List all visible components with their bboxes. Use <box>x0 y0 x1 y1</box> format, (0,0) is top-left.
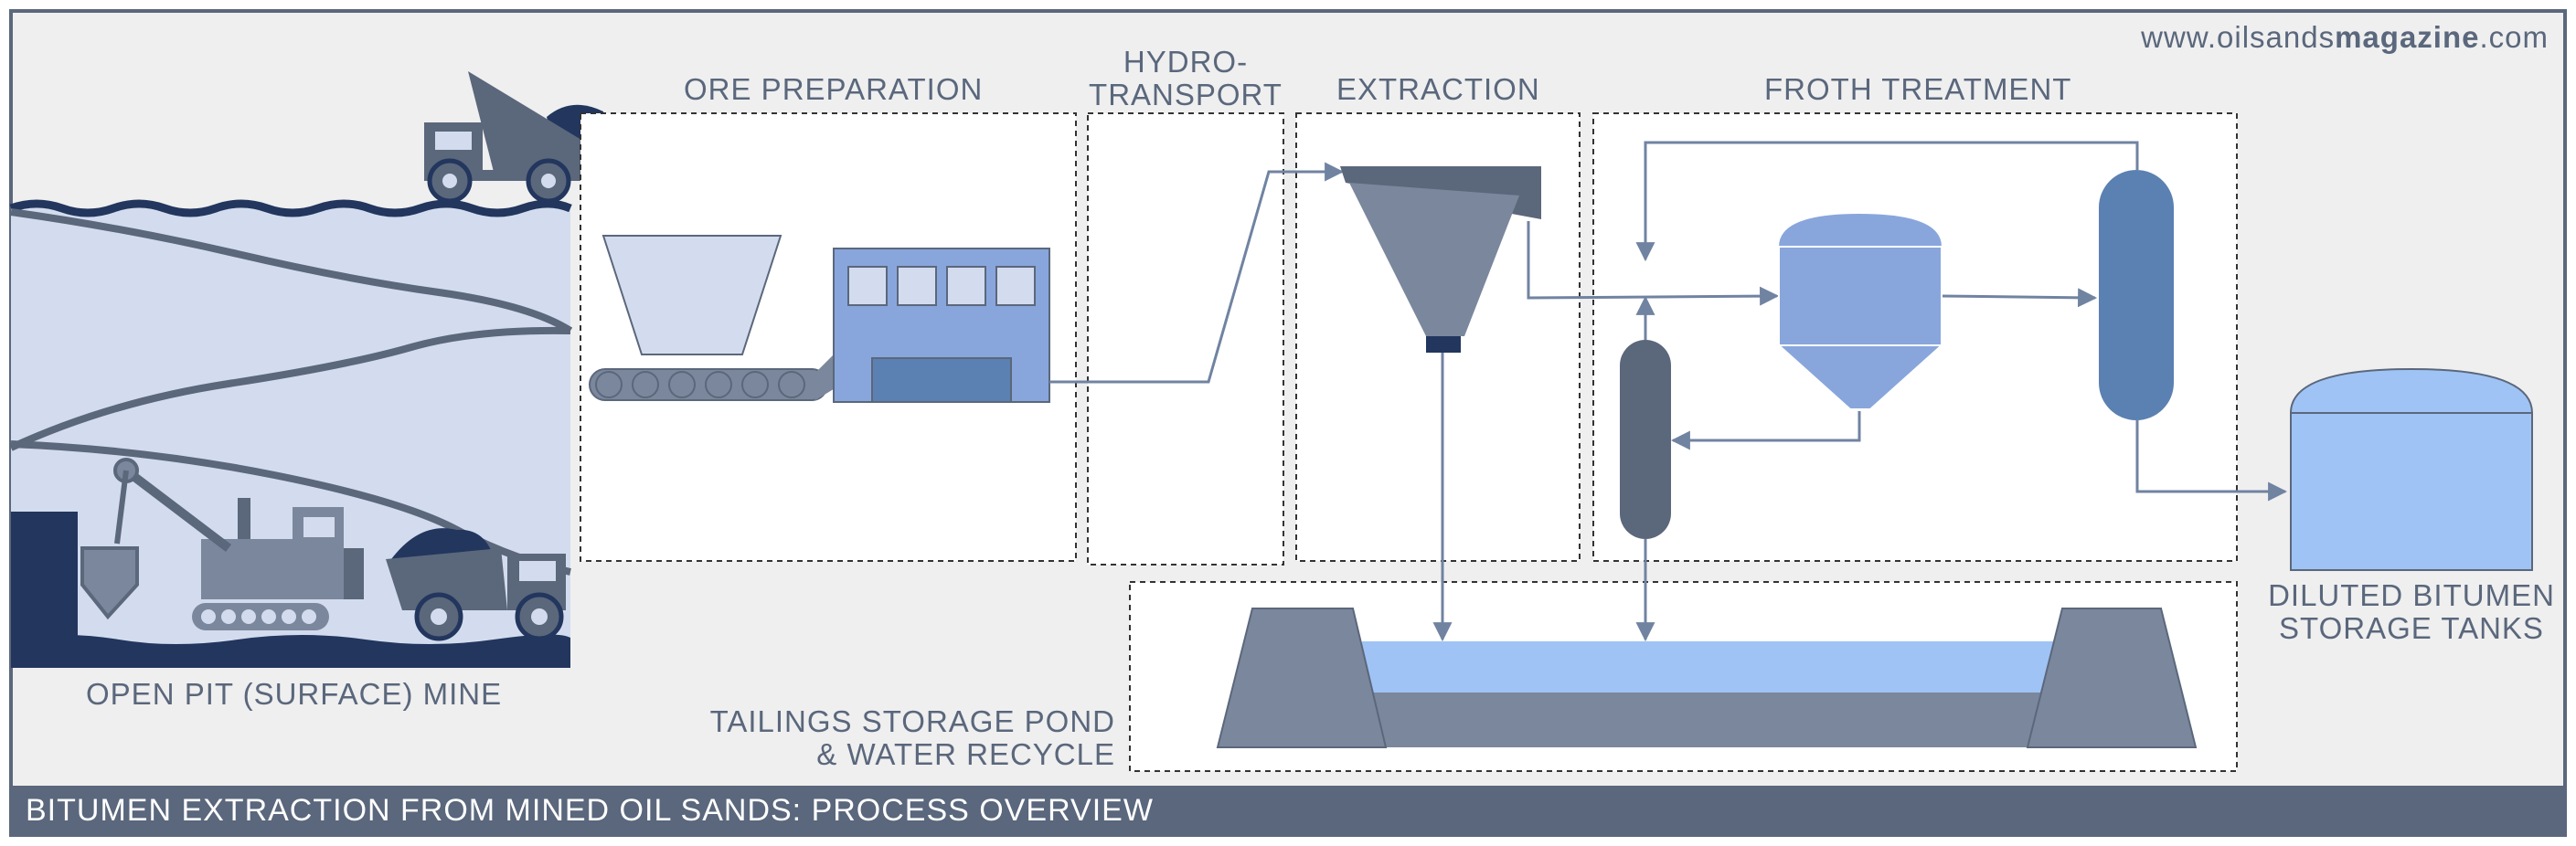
hydrotransport-box <box>1087 112 1284 566</box>
tank-body <box>2290 412 2533 571</box>
label-hydro-line2: TRANSPORT <box>1089 78 1283 112</box>
website-prefix: www.oilsands <box>2141 20 2336 54</box>
pit-wall <box>11 512 78 668</box>
hydrotransport-pipeline <box>1049 162 1345 384</box>
open-pit-mine <box>9 199 573 668</box>
label-extraction: EXTRACTION <box>1336 72 1540 106</box>
settler-vessel-top <box>1779 214 1942 247</box>
settler-underflow-line <box>1670 411 1861 450</box>
label-froth-treatment: FROTH TREATMENT <box>1764 72 2072 106</box>
tailings-pond <box>1216 608 2198 748</box>
column-vessel-dark <box>1620 340 1671 539</box>
mine-surface-wave <box>9 199 572 217</box>
ore-preparation-equipment <box>589 235 1050 403</box>
label-tailings-line2: & WATER RECYCLE <box>816 737 1115 772</box>
pond-sediment <box>1368 693 2051 747</box>
label-ore-preparation: ORE PREPARATION <box>684 72 984 106</box>
diluted-bitumen-tank <box>2289 367 2534 571</box>
crusher-door <box>871 357 1012 403</box>
bitumen-froth-line <box>1527 221 1780 306</box>
separation-vessel-outlet <box>1426 336 1461 353</box>
mining-shovel <box>80 458 364 630</box>
shovel-boom <box>122 467 232 552</box>
haul-truck-pit <box>386 528 566 641</box>
ore-seam-1 <box>10 208 573 334</box>
separation-vessel-cone <box>1349 183 1519 336</box>
pit-floor <box>11 634 570 668</box>
label-hydrotransport: HYDRO- TRANSPORT <box>1088 45 1283 112</box>
footer-title: BITUMEN EXTRACTION FROM MINED OIL SANDS:… <box>26 793 1154 828</box>
label-hydro-line1: HYDRO- <box>1123 45 1249 79</box>
ore-hopper <box>601 235 782 355</box>
ore-seam-2 <box>9 326 571 451</box>
label-storage-line1: DILUTED BITUMEN <box>2268 578 2555 612</box>
label-open-pit-mine: OPEN PIT (SURFACE) MINE <box>86 677 503 711</box>
pond-dyke-right <box>2026 608 2198 748</box>
label-storage-line2: STORAGE TANKS <box>2279 611 2544 646</box>
shovel-bucket <box>80 546 139 620</box>
label-storage-tanks: DILUTED BITUMEN STORAGE TANKS <box>2263 578 2560 646</box>
settler-vessel-body <box>1778 246 1943 346</box>
website-suffix: .com <box>2479 20 2549 54</box>
truck-pit-bed <box>386 548 507 610</box>
tank-roof <box>2289 367 2534 414</box>
froth-treatment-equipment <box>1620 170 2174 539</box>
dump-truck-bed <box>468 71 607 172</box>
website-bold: magazine <box>2335 20 2480 54</box>
recycle-loop-line <box>1635 141 2139 262</box>
website-url: www.oilsandsmagazine.com <box>2141 20 2549 55</box>
footer-bar: BITUMEN EXTRACTION FROM MINED OIL SANDS:… <box>11 786 2565 835</box>
extraction-equipment <box>1340 166 1541 353</box>
product-to-storage-line <box>2135 420 2288 502</box>
settler-vessel-cone <box>1776 344 1944 410</box>
pond-water <box>1362 641 2057 693</box>
label-tailings-line1: TAILINGS STORAGE POND <box>709 704 1115 738</box>
pond-dyke-left <box>1216 608 1388 748</box>
column-vessel-blue <box>2099 170 2174 420</box>
conveyor-incline <box>814 354 836 400</box>
label-tailings: TAILINGS STORAGE POND & WATER RECYCLE <box>640 704 1115 772</box>
settler-to-column-line <box>1941 288 2098 308</box>
